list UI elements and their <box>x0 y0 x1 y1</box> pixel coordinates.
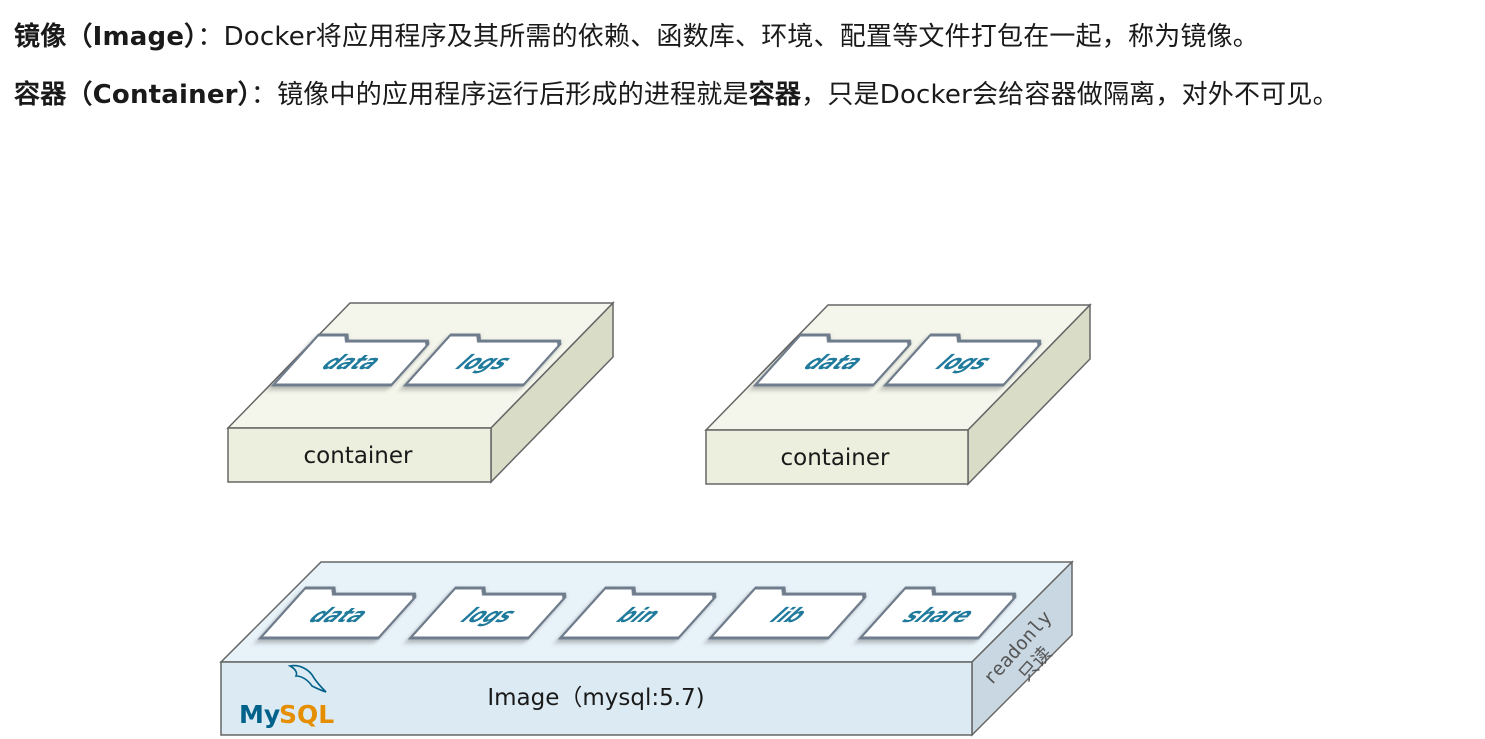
folder-icon: data <box>752 333 912 387</box>
folder-icon: data <box>257 586 417 640</box>
folder-icon: data <box>270 333 430 387</box>
container-description-bold: 容器 <box>748 80 802 110</box>
folder-icon: logs <box>407 586 567 640</box>
container-term: 容器（Container） <box>14 80 251 110</box>
container-1-folders: data logs <box>270 333 562 387</box>
dolphin-icon <box>287 664 327 693</box>
folder-icon: bin <box>557 586 717 640</box>
image-term: 镜像（Image） <box>14 22 198 52</box>
container-2-folders: data logs <box>752 333 1042 387</box>
container-description-a: 镜像中的应用程序运行后形成的进程就是 <box>277 80 749 110</box>
folder-label: data <box>798 350 870 374</box>
container-box-2: container data logs <box>704 303 1092 486</box>
container-definition: 容器（Container）：镜像中的应用程序运行后形成的进程就是容器，只是Doc… <box>14 74 1339 111</box>
folder-icon: logs <box>402 333 562 387</box>
container-2-front <box>705 429 969 485</box>
folder-label: logs <box>450 350 518 374</box>
folder-label: data <box>303 603 375 627</box>
container-2-label: container <box>781 445 891 471</box>
mysql-logo-my: My <box>239 700 280 729</box>
folder-label: share <box>897 603 981 627</box>
container-1-front <box>227 427 492 483</box>
container-1-label: container <box>304 443 414 469</box>
folder-icon: logs <box>882 333 1042 387</box>
image-separator: ： <box>197 22 224 52</box>
folder-label: logs <box>455 603 523 627</box>
folder-label: logs <box>930 350 998 374</box>
container-box-1: container data logs <box>226 301 615 484</box>
folder-icon: share <box>857 586 1017 640</box>
mysql-logo-sql: SQL <box>279 700 334 729</box>
folder-icon: lib <box>707 586 867 640</box>
container-separator: ： <box>250 80 278 110</box>
image-definition: 镜像（Image）：Docker将应用程序及其所需的依赖、函数库、环境、配置等文… <box>14 16 1259 53</box>
image-description: Docker将应用程序及其所需的依赖、函数库、环境、配置等文件打包在一起，称为镜… <box>223 22 1260 52</box>
image-label: Image（mysql:5.7) <box>487 685 704 711</box>
folder-label: data <box>316 350 388 374</box>
mysql-logo: My SQL <box>239 664 334 729</box>
image-front <box>220 661 973 736</box>
container-description-b: ，只是Docker会给容器做隔离，对外不可见。 <box>801 80 1339 110</box>
